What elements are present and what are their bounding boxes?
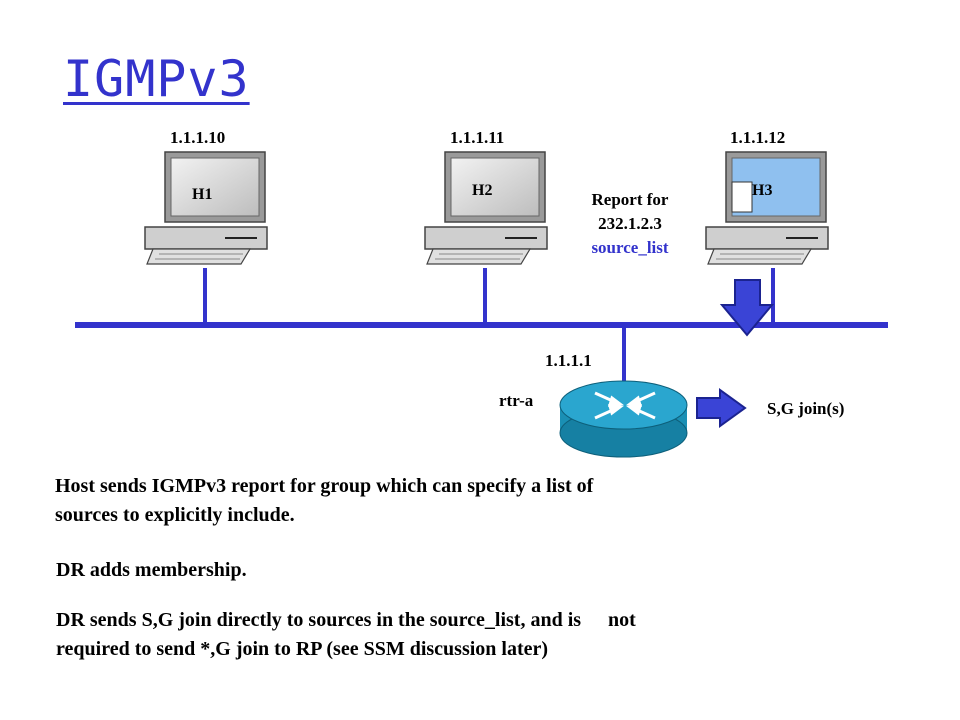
paragraph-dr-join-line-1a: DR sends S,G join directly to sources in… — [56, 609, 582, 631]
host-h2-ip: 1.1.1.11 — [450, 128, 505, 147]
host-h2-computer-icon — [424, 151, 548, 265]
paragraph-host-report-line-2: sources to explicitly include. — [55, 504, 295, 526]
paragraph-dr-join-not: not — [608, 609, 636, 631]
host-h1-label: H1 — [192, 186, 213, 203]
report-line-1: Report for — [591, 190, 669, 209]
report-down-arrow-icon — [719, 279, 775, 337]
report-annotation: Report for 232.1.2.3 source_list — [560, 188, 700, 260]
join-right-arrow-icon — [696, 388, 747, 428]
host-h2-label: H2 — [472, 182, 493, 199]
paragraph-host-report: Host sends IGMPv3 report for group which… — [55, 472, 915, 530]
paragraph-dr-membership: DR adds membership. — [56, 559, 247, 581]
join-label: S,G join(s) — [767, 399, 845, 418]
host-h3-label: H3 — [752, 182, 773, 199]
host-h1-computer-icon — [144, 151, 268, 265]
paragraph-host-report-line-1: Host sends IGMPv3 report for group which… — [55, 475, 594, 497]
paragraph-dr-join: DR sends S,G join directly to sources in… — [56, 606, 936, 664]
host-h3-ip: 1.1.1.12 — [730, 128, 786, 147]
report-group-address: 232.1.2.3 — [598, 214, 662, 233]
report-source-list: source_list — [591, 238, 669, 257]
router-ip: 1.1.1.1 — [545, 351, 592, 370]
page-title: IGMPv3 — [63, 50, 250, 108]
host-h1-ip: 1.1.1.10 — [170, 128, 226, 147]
paragraph-dr-join-line-2: required to send *,G join to RP (see SSM… — [56, 638, 549, 660]
router-icon — [559, 380, 688, 458]
paragraph-dr-join-line-1: DR sends S,G join directly to sources in… — [56, 606, 936, 635]
host-h3-computer-icon — [705, 151, 829, 265]
router-name: rtr-a — [499, 391, 534, 410]
